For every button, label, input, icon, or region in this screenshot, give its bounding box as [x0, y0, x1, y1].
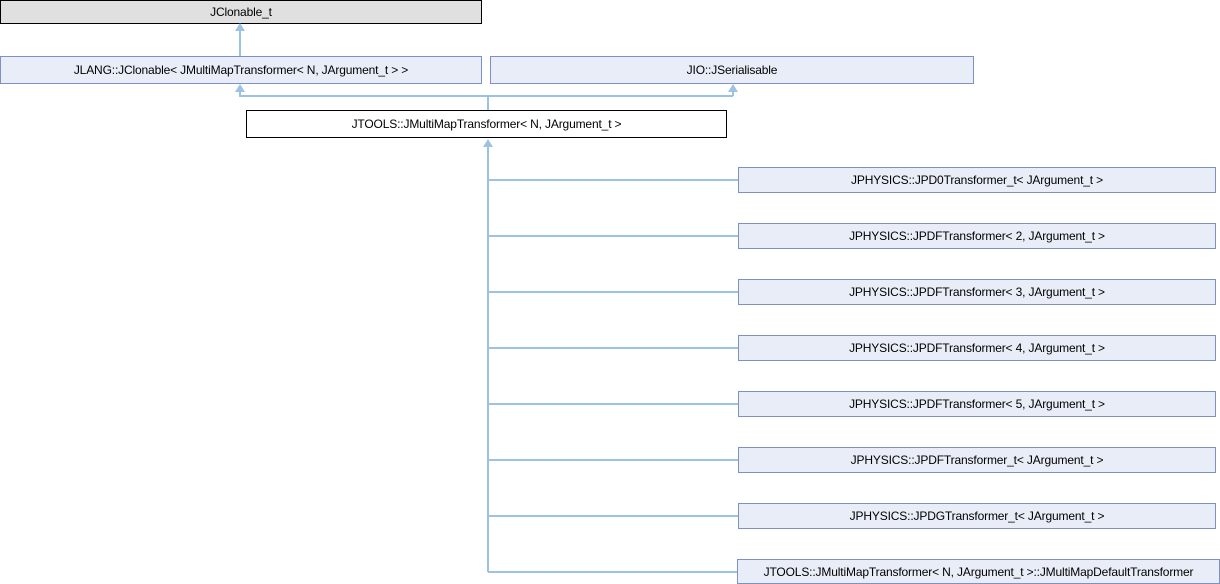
node-jtools-jmultimaptransformer: JTOOLS::JMultiMapTransformer< N, JArgume…: [246, 110, 727, 138]
edge-branch-7: [488, 515, 738, 517]
edge-stub-left: [239, 92, 241, 96]
node-jclonable-t: JClonable_t: [0, 0, 482, 24]
edge-branch-2: [488, 235, 738, 237]
arrow-up-icon: [728, 84, 738, 92]
arrow-up-icon: [235, 23, 245, 31]
node-jmultimapdefaulttransformer[interactable]: JTOOLS::JMultiMapTransformer< N, JArgume…: [737, 559, 1220, 584]
edge-branch-4: [488, 347, 738, 349]
edge-bases-horizontal: [239, 95, 733, 97]
node-jphysics-jpd0transformer-t[interactable]: JPHYSICS::JPD0Transformer_t< JArgument_t…: [738, 167, 1216, 193]
edge-jlang-to-root: [239, 31, 241, 56]
node-jphysics-jpdgtransformer-t[interactable]: JPHYSICS::JPDGTransformer_t< JArgument_t…: [738, 503, 1216, 529]
arrow-up-icon: [483, 139, 493, 147]
node-jphysics-jpdftransformer-2[interactable]: JPHYSICS::JPDFTransformer< 2, JArgument_…: [738, 223, 1216, 249]
edge-branch-3: [488, 291, 738, 293]
arrow-up-icon: [235, 84, 245, 92]
node-jio-jserialisable[interactable]: JIO::JSerialisable: [490, 56, 974, 84]
edge-branch-8: [488, 571, 737, 573]
node-jphysics-jpdftransformer-5[interactable]: JPHYSICS::JPDFTransformer< 5, JArgument_…: [738, 391, 1216, 417]
edge-branch-5: [488, 403, 738, 405]
edge-branch-1: [488, 179, 738, 181]
edge-derived-trunk: [487, 147, 489, 572]
node-jphysics-jpdftransformer-4[interactable]: JPHYSICS::JPDFTransformer< 4, JArgument_…: [738, 335, 1216, 361]
node-jphysics-jpdftransformer-t[interactable]: JPHYSICS::JPDFTransformer_t< JArgument_t…: [738, 447, 1216, 473]
edge-branch-6: [488, 459, 738, 461]
edge-stub-right: [732, 92, 734, 96]
node-jphysics-jpdftransformer-3[interactable]: JPHYSICS::JPDFTransformer< 3, JArgument_…: [738, 279, 1216, 305]
edge-current-to-bases: [487, 96, 489, 110]
node-jlang-jclonable[interactable]: JLANG::JClonable< JMultiMapTransformer< …: [0, 56, 482, 84]
